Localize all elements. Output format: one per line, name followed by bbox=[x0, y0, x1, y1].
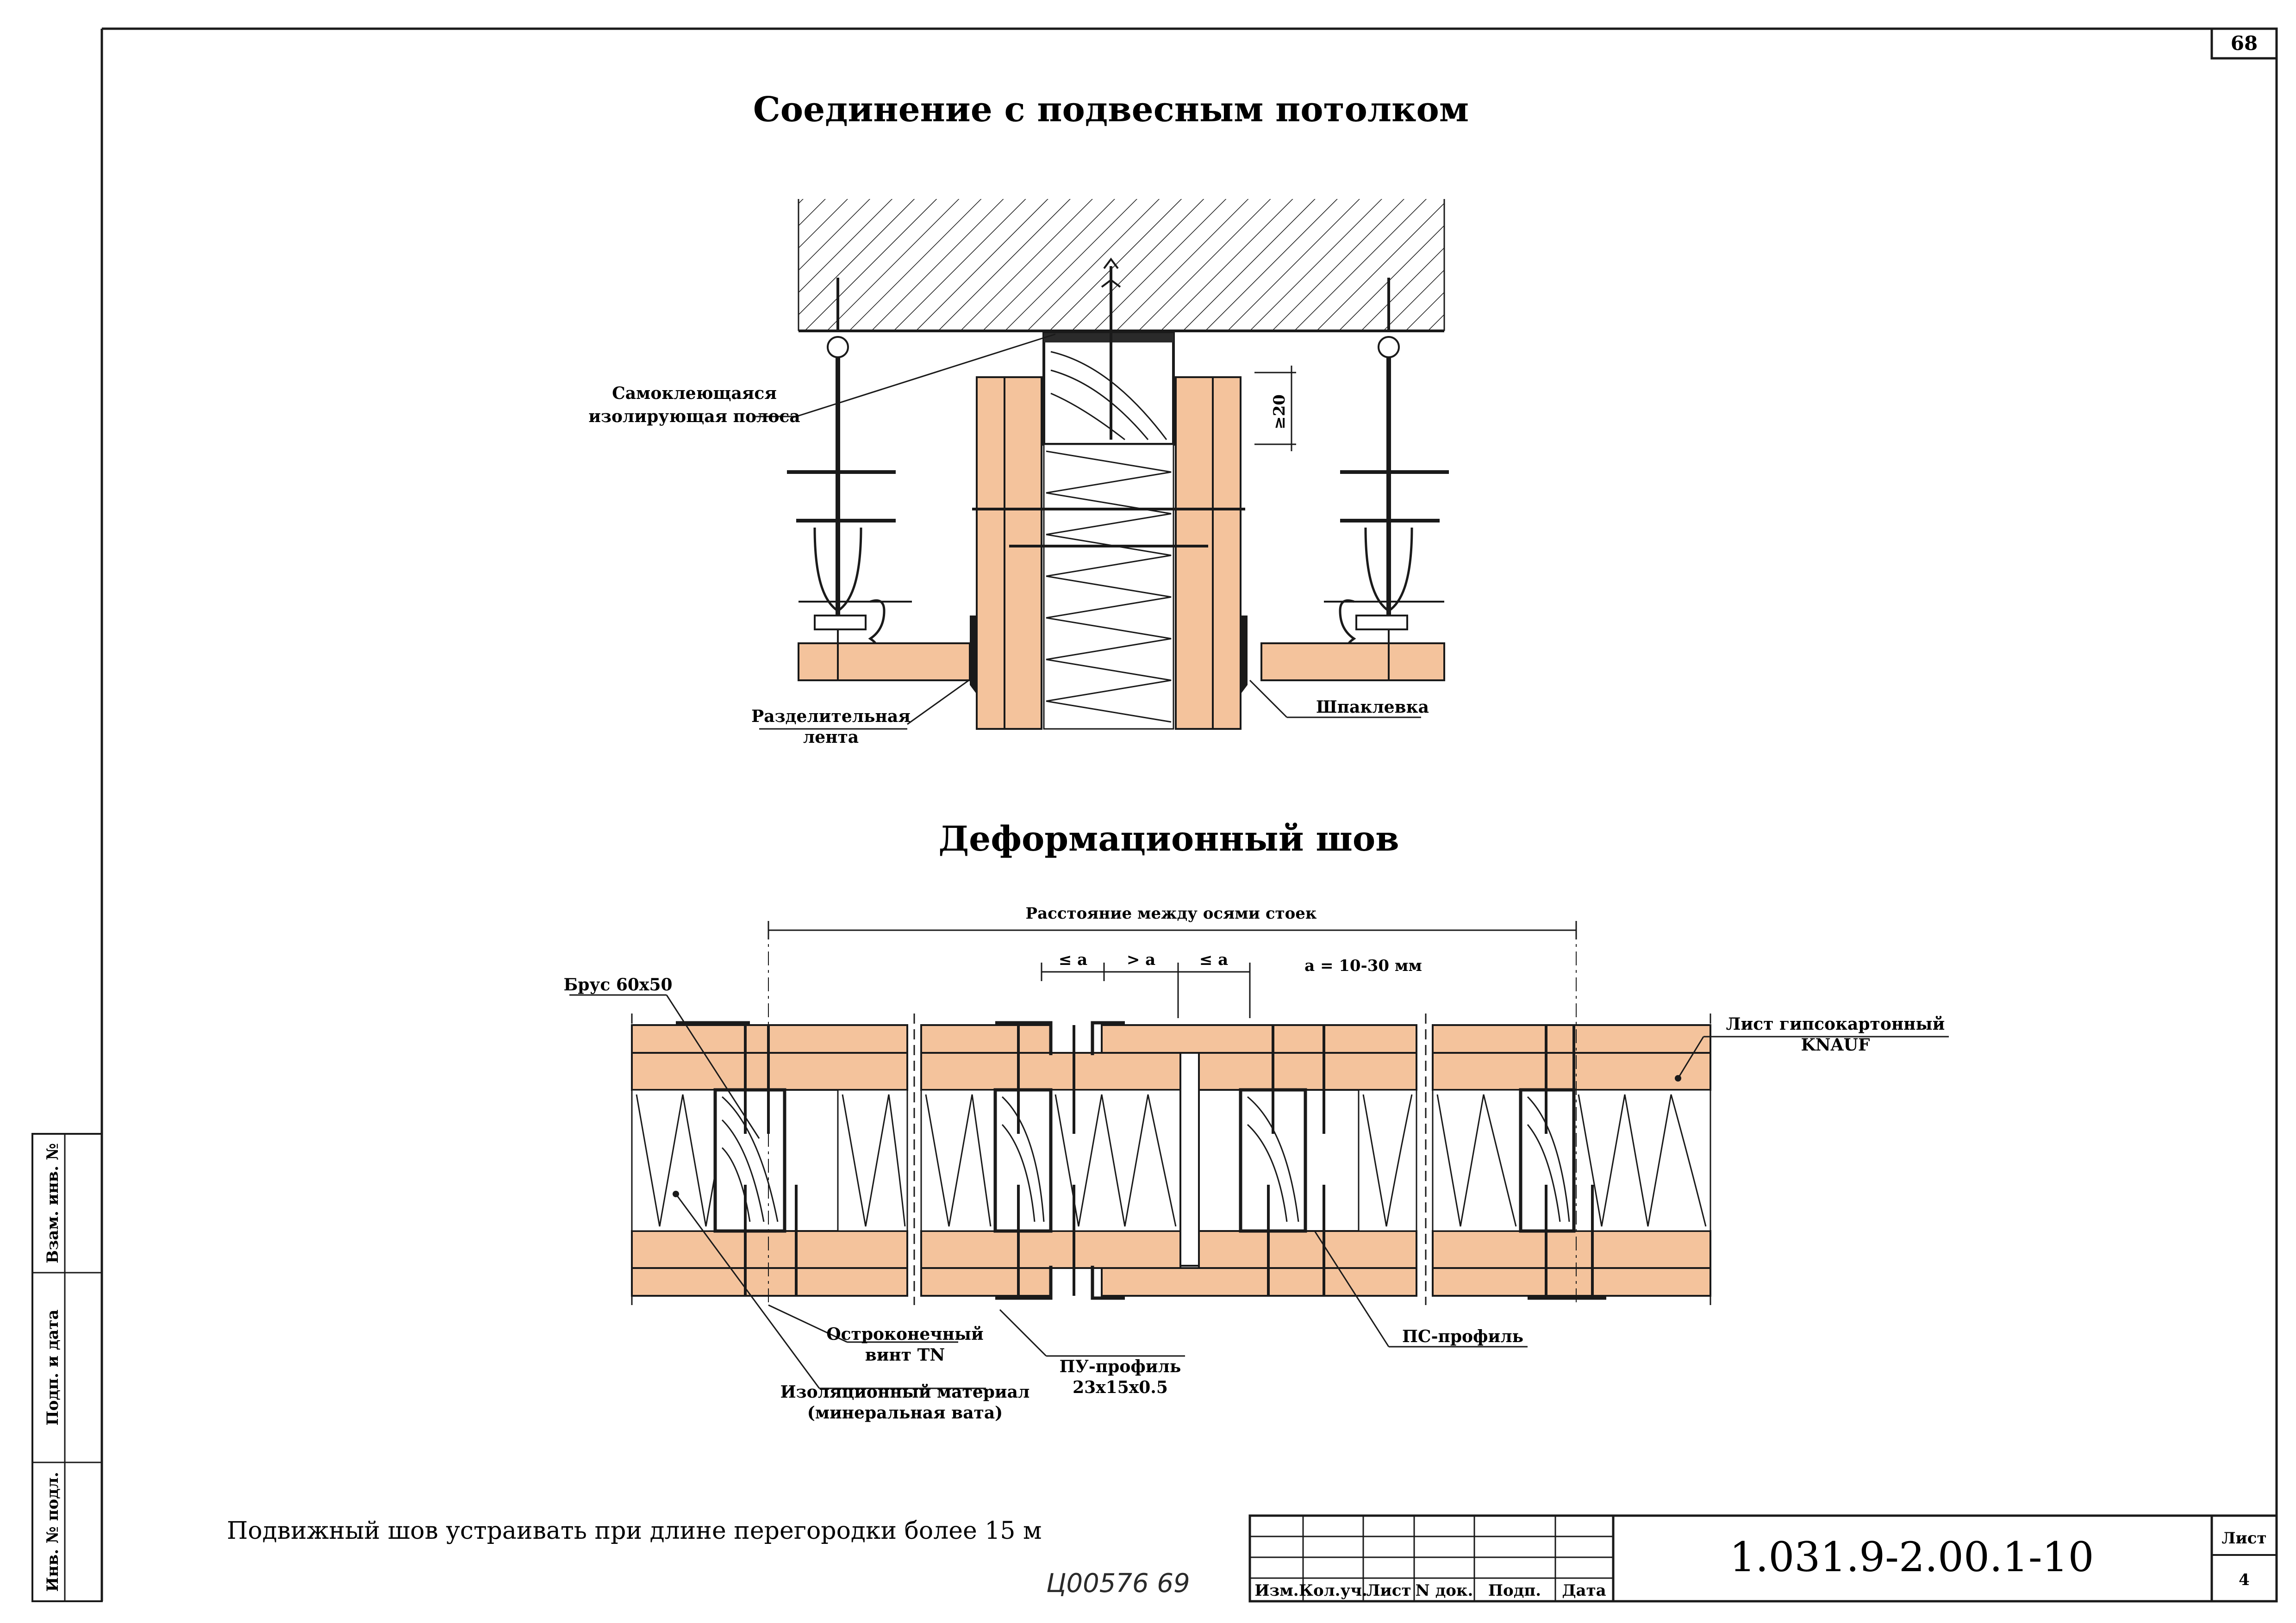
pu-profile-bottom-left bbox=[995, 1266, 1053, 1300]
pu-profile-bottom-right bbox=[1091, 1266, 1125, 1300]
label-ps-profile: ПС-профиль bbox=[1402, 1327, 1523, 1346]
board-bottom-outer-1 bbox=[631, 1267, 908, 1297]
title-ceiling-connection: Соединение с подвесным потолком bbox=[753, 90, 1469, 130]
tb-sheet-value: 4 bbox=[2239, 1571, 2250, 1589]
board-top-outer-4 bbox=[1432, 1024, 1711, 1054]
insulation-2a bbox=[920, 1089, 996, 1232]
dim-gap-le-a-right: ≤ a bbox=[1199, 951, 1228, 969]
top-number-box bbox=[2210, 27, 2278, 60]
tb-header-change: Изм. bbox=[1254, 1581, 1298, 1600]
tb-header-sheet: Лист bbox=[1366, 1581, 1411, 1600]
wall-board-right-inner bbox=[1175, 376, 1214, 730]
stud-profile-1 bbox=[713, 1088, 786, 1233]
dim-min-20: ≥20 bbox=[1270, 394, 1289, 429]
insulation-4b bbox=[1573, 1089, 1711, 1232]
board-top-inner-3 bbox=[1198, 1052, 1417, 1091]
left-ceiling-board bbox=[798, 642, 971, 681]
label-adhesive-strip-1: Самоклеющаяся bbox=[612, 384, 777, 403]
board-bottom-inner-4 bbox=[1432, 1230, 1711, 1269]
board-bottom-inner-3 bbox=[1198, 1230, 1417, 1269]
pu-profile-top-right bbox=[1091, 1021, 1125, 1055]
label-insulation-2: (минеральная вата) bbox=[807, 1403, 1003, 1423]
tb-doc-code: 1.031.9-2.00.1-10 bbox=[1729, 1533, 2094, 1581]
insulation-3b bbox=[1358, 1089, 1417, 1232]
self-adhesive-strip bbox=[1044, 333, 1173, 342]
label-screw-1: Остроконечный bbox=[826, 1325, 984, 1344]
insulation-4a bbox=[1432, 1089, 1522, 1232]
ceiling-detail: ≥20 bbox=[755, 199, 1449, 730]
joint-leaders bbox=[569, 994, 1949, 1389]
label-screw-2: винт TN bbox=[865, 1345, 945, 1365]
board-bottom-outer-4 bbox=[1432, 1267, 1711, 1297]
dim-gap-ge-a: > a bbox=[1127, 951, 1155, 969]
board-top-inner-2 bbox=[920, 1052, 1181, 1091]
top-sheet-number: 68 bbox=[2231, 32, 2258, 55]
label-pu-profile-2: 23х15х0.5 bbox=[1073, 1378, 1168, 1397]
label-pu-profile-1: ПУ-профиль bbox=[1060, 1357, 1181, 1376]
tb-header-date: Дата bbox=[1562, 1581, 1606, 1600]
board-bottom-outer-2 bbox=[920, 1267, 1052, 1297]
board-bottom-inner-1 bbox=[631, 1230, 908, 1269]
wall-insulation bbox=[1043, 443, 1174, 730]
board-bottom-inner-2 bbox=[920, 1230, 1181, 1269]
title-expansion-joint: Деформационный шов bbox=[938, 819, 1399, 859]
label-board-2: KNAUF bbox=[1801, 1035, 1870, 1055]
board-top-inner-4 bbox=[1432, 1052, 1711, 1091]
dim-a-range: a = 10-30 мм bbox=[1304, 957, 1422, 975]
insulation-1b bbox=[837, 1089, 908, 1232]
side-stamp: Взам. инв. № Подп. и дата Инв. № подл. bbox=[31, 1133, 103, 1602]
tb-sheet-label: Лист bbox=[2221, 1529, 2266, 1548]
wall-board-left-outer bbox=[976, 376, 1005, 730]
dim-axis-distance: Расстояние между осями стоек bbox=[1026, 904, 1317, 923]
label-adhesive-strip-2: изолирующая полоса bbox=[588, 407, 800, 426]
tb-header-sign: Подп. bbox=[1488, 1581, 1541, 1600]
stamp-cell-orig-inv: Инв. № подл. bbox=[44, 1472, 62, 1592]
wall-board-right-outer bbox=[1212, 376, 1242, 730]
board-bottom-outer-3 bbox=[1101, 1267, 1417, 1297]
board-top-outer-3 bbox=[1101, 1024, 1417, 1054]
tb-header-doc: N док. bbox=[1416, 1581, 1473, 1600]
label-separating-tape-1: Разделительная bbox=[751, 707, 911, 726]
label-insulation-1: Изоляционный материал bbox=[780, 1382, 1030, 1402]
label-separating-tape-2: лента bbox=[803, 728, 859, 747]
stamp-cell-replace-inv: Взам. инв. № bbox=[44, 1143, 62, 1263]
label-putty: Шпаклевка bbox=[1316, 697, 1429, 717]
label-board-1: Лист гипсокартонный bbox=[1726, 1014, 1945, 1034]
pu-profile-top-left bbox=[995, 1021, 1053, 1055]
dim-gap-le-a-left: ≤ a bbox=[1059, 951, 1087, 969]
handwritten-mark: Ц00576 69 bbox=[1046, 1568, 1190, 1598]
stud-profile-2 bbox=[993, 1088, 1053, 1233]
insulation-2b bbox=[1050, 1089, 1181, 1232]
stamp-cell-sign-date: Подп. и дата bbox=[44, 1310, 62, 1426]
concrete-slab bbox=[799, 199, 1444, 331]
title-block: Изм. Кол.уч. Лист N док. Подп. Дата 1.03… bbox=[1248, 1514, 2278, 1603]
label-beam: Брус 60х50 bbox=[563, 975, 672, 995]
board-top-outer-2 bbox=[920, 1024, 1052, 1054]
tb-header-count: Кол.уч. bbox=[1299, 1581, 1367, 1600]
right-hanger bbox=[1324, 278, 1449, 659]
expansion-gap bbox=[1179, 1052, 1200, 1267]
left-hanger bbox=[787, 278, 912, 659]
joint-section bbox=[631, 926, 1711, 1305]
general-note: Подвижный шов устраивать при длине перег… bbox=[227, 1517, 1042, 1545]
right-ceiling-board bbox=[1260, 642, 1445, 681]
wall-board-left-inner bbox=[1004, 376, 1042, 730]
joint-dimensions: Расстояние между осями стоек ≤ a > a ≤ a… bbox=[767, 904, 1577, 1018]
